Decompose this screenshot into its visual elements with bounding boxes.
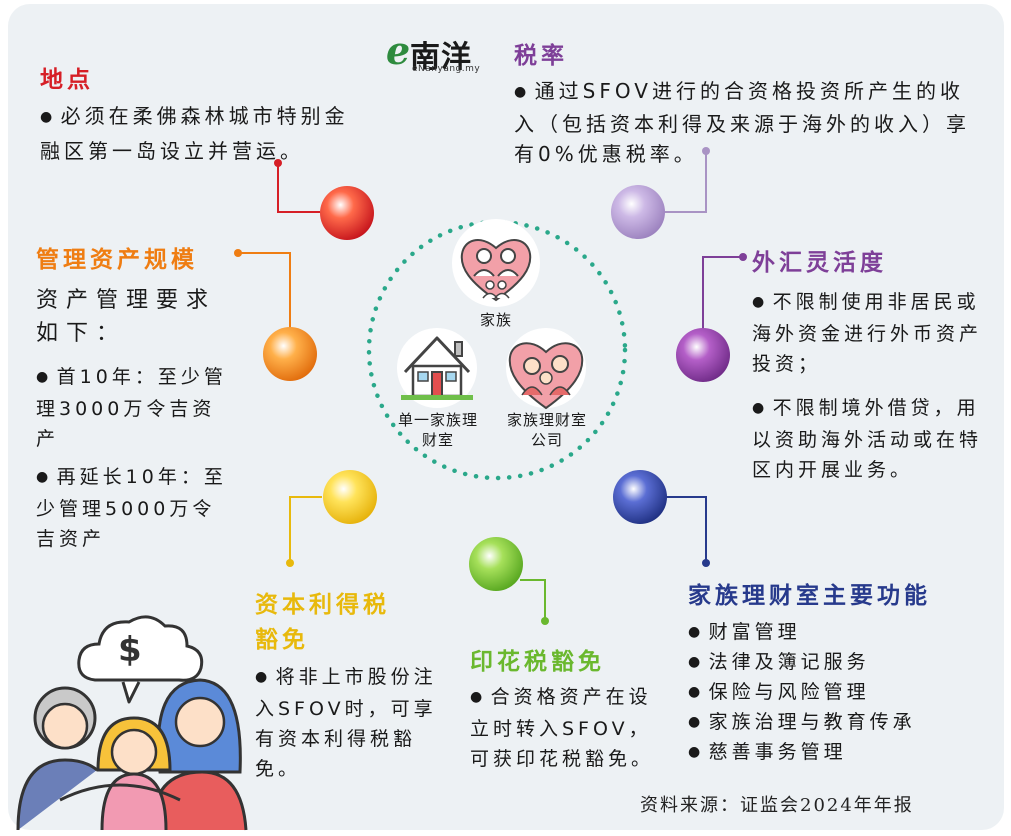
stamp-connector <box>520 579 549 625</box>
aum-item-2: 再延长10年：至少管理5000万令吉资产 <box>36 462 236 554</box>
cgt-title-1: 资本利得税 <box>255 592 390 618</box>
cgt-orb <box>323 470 377 524</box>
cgt-connector <box>286 496 322 567</box>
cgt-title-2: 豁免 <box>255 627 309 653</box>
aum-item-1: 首10年：至少管理3000万令吉资产 <box>36 362 236 454</box>
aum-connector <box>234 249 291 330</box>
family-money-illustration <box>16 615 248 831</box>
cgt-bullet: 将非上市股份注入SFOV时，可享有资本利得税豁免。 <box>255 662 450 784</box>
tax-text: 通过SFOV进行的合资格投资所产生的收入（包括资本利得及来源于海外的收入）享有0… <box>514 76 974 169</box>
aum-list: 首10年：至少管理3000万令吉资产 再延长10年：至少管理5000万令吉资产 <box>36 362 236 554</box>
stamp-text: 合资格资产在设立时转入SFOV，可获印花税豁免。 <box>470 682 665 774</box>
fx-title: 外汇灵活度 <box>752 250 887 276</box>
tax-orb <box>611 185 665 239</box>
aum-orb <box>263 327 317 381</box>
family-group-icon <box>506 328 586 410</box>
functions-list: 财富管理 法律及簿记服务 保险与风险管理 家族治理与教育传承 慈善事务管理 <box>688 618 988 768</box>
family-icon <box>452 219 540 307</box>
single-family-office-label: 单一家族理财室 <box>398 411 479 449</box>
stamp-orb <box>469 537 523 591</box>
functions-item: 家族治理与教育传承 <box>688 708 988 738</box>
functions-item: 法律及簿记服务 <box>688 648 988 678</box>
aum-intro: 资产管理要求如下： <box>36 288 217 346</box>
family-office-company-label: 家族理财室公司 <box>507 411 588 449</box>
fx-connector <box>702 253 747 330</box>
aum-title: 管理资产规模 <box>36 247 198 273</box>
family-label: 家族 <box>479 311 512 329</box>
dollar-icon: $ <box>118 630 142 670</box>
functions-item: 财富管理 <box>688 618 988 648</box>
center-dotted-circle <box>366 219 628 481</box>
stamp-bullet: 合资格资产在设立时转入SFOV，可获印花税豁免。 <box>470 682 665 774</box>
house-icon <box>397 328 477 408</box>
functions-item: 慈善事务管理 <box>688 738 988 768</box>
logo-subtitle: eNanyang.my <box>412 64 481 74</box>
fx-item-1: 不限制使用非居民或海外资金进行外币资产投资； <box>752 287 982 379</box>
functions-item: 保险与风险管理 <box>688 678 988 708</box>
location-text: 必须在柔佛森林城市特别金融区第一岛设立并营运。 <box>40 100 370 167</box>
location-orb <box>320 186 374 240</box>
functions-connector <box>664 496 710 567</box>
logo-mark: e <box>386 28 411 73</box>
functions-title: 家族理财室主要功能 <box>688 583 931 609</box>
tax-title: 税率 <box>514 43 568 69</box>
fx-item-2: 不限制境外借贷，用以资助海外活动或在特区内开展业务。 <box>752 393 982 485</box>
cgt-text: 将非上市股份注入SFOV时，可享有资本利得税豁免。 <box>255 662 450 784</box>
source-note: 资料来源：证监会2024年年报 <box>640 795 914 816</box>
fx-list: 不限制使用非居民或海外资金进行外币资产投资； 不限制境外借贷，用以资助海外活动或… <box>752 287 982 485</box>
fx-orb <box>676 328 730 382</box>
location-title: 地点 <box>40 67 94 93</box>
stamp-title: 印花税豁免 <box>470 649 605 675</box>
logo-name: 南洋 <box>410 40 472 75</box>
functions-orb <box>613 470 667 524</box>
location-bullet: 必须在柔佛森林城市特别金融区第一岛设立并营运。 <box>40 100 370 167</box>
tax-bullet: 通过SFOV进行的合资格投资所产生的收入（包括资本利得及来源于海外的收入）享有0… <box>514 76 974 169</box>
